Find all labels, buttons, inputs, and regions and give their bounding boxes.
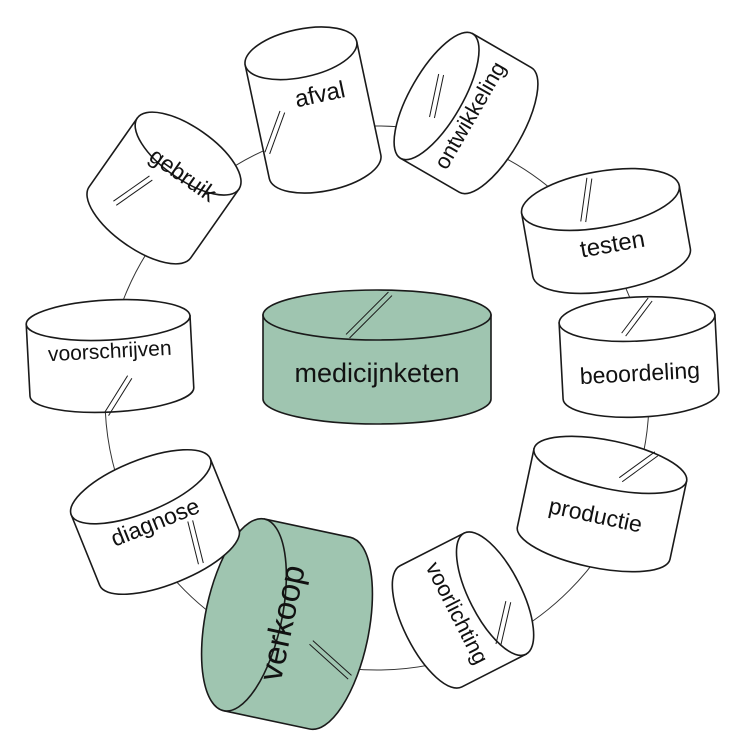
stage-diagnose: diagnose	[69, 448, 241, 596]
stage-voorlichting: voorlichting	[391, 531, 535, 689]
stage-beoordeling: beoordeling	[558, 295, 720, 419]
stage-label-beoordeling: beoordeling	[579, 357, 700, 389]
stage-voorschrijven: voorschrijven	[25, 298, 195, 416]
stage-afval: afval	[244, 26, 382, 194]
center-node-medicijnketen: medicijnketen	[262, 289, 492, 425]
stage-ontwikkeling: ontwikkeling	[393, 31, 539, 195]
stage-gebruik: gebruik	[86, 111, 242, 265]
stage-verkoop[interactable]: verkoop	[186, 511, 387, 737]
center-label: medicijnketen	[294, 358, 459, 388]
stage-testen: testen	[520, 167, 692, 295]
stage-productie: productie	[516, 435, 688, 573]
